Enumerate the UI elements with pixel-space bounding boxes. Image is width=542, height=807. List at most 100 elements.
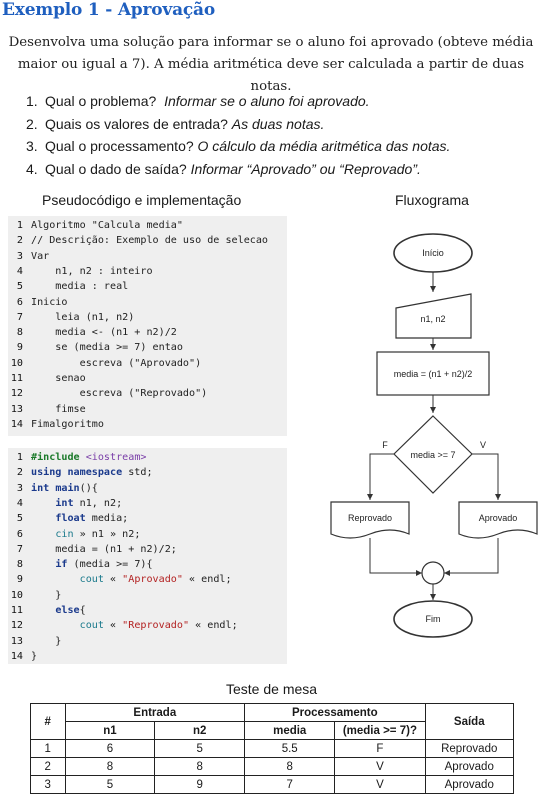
code-line: // Descrição: Exemplo de uso de selecao — [31, 235, 269, 247]
question-item: 2.Quais os valores de entrada? As duas n… — [26, 115, 325, 132]
col-num: # — [30, 703, 66, 740]
code-line: Algoritmo "Calcula media" — [31, 220, 183, 231]
code-line: cin » n1 » n2; — [55, 528, 141, 540]
page-title: Exemplo 1 - Aprovação — [2, 0, 215, 20]
start-label: Início — [422, 248, 444, 258]
table-cell: 7 — [244, 775, 336, 794]
input-label: n1, n2 — [420, 314, 445, 324]
line-number: 14 — [10, 650, 23, 662]
code-line: int main(){ — [31, 482, 98, 494]
line-number: 7 — [16, 543, 23, 555]
output-false-shape — [330, 501, 410, 539]
flowchart-heading: Fluxograma — [395, 192, 469, 208]
line-number: 10 — [10, 357, 23, 369]
code-line: int n1, n2; — [55, 497, 123, 509]
line-number: 13 — [10, 635, 23, 647]
process-label: media = (n1 + n2)/2 — [394, 369, 473, 379]
test-heading: Teste de mesa — [226, 681, 318, 697]
question-item: 4.Qual o dado de saída? Informar “Aprova… — [26, 160, 421, 177]
table-cell: 2 — [30, 757, 66, 776]
line-number: 3 — [16, 250, 23, 262]
sub-cond: (media >= 7)? — [334, 721, 426, 740]
line-number: 7 — [16, 311, 23, 323]
line-number: 13 — [10, 403, 23, 415]
code-line: } — [31, 589, 62, 601]
line-number: 5 — [16, 281, 23, 293]
table-cell: 5.5 — [244, 739, 336, 758]
code-line: se (media >= 7) entao — [31, 342, 183, 354]
true-branch-label: V — [480, 440, 486, 450]
end-terminator — [393, 600, 473, 638]
code-line: else{ — [55, 605, 86, 616]
line-number: 8 — [16, 327, 23, 339]
table-cell: V — [334, 757, 426, 776]
table-cell: Reprovado — [424, 739, 514, 758]
col-processamento: Processamento — [244, 703, 426, 722]
line-number: 4 — [16, 497, 23, 509]
line-number: 2 — [16, 467, 23, 479]
col-saida: Saída — [424, 703, 514, 740]
code-line: media = (n1 + n2)/2; — [31, 543, 177, 555]
output-true-label: Aprovado — [479, 513, 518, 523]
code-line: n1, n2 : inteiro — [31, 265, 153, 277]
table-cell: V — [334, 775, 426, 794]
connector-circle — [421, 561, 445, 585]
table-cell: 8 — [244, 757, 336, 776]
line-number: 5 — [16, 513, 23, 525]
sub-media: media — [244, 721, 336, 740]
decision-label: media >= 7 — [410, 450, 455, 460]
code-line: media : real — [31, 281, 129, 293]
code-line: fimse — [31, 403, 86, 415]
output-false-label: Reprovado — [348, 513, 392, 523]
start-terminator — [393, 233, 473, 273]
output-true-shape — [458, 501, 538, 539]
line-number: 11 — [10, 373, 23, 384]
line-number: 6 — [16, 528, 23, 540]
questions-list: 1.Qual o problema? Informar se o aluno f… — [26, 90, 450, 180]
code-line: cout « "Aprovado" « endl; — [79, 574, 232, 586]
line-number: 9 — [16, 574, 23, 586]
code-line: escreva ("Reprovado") — [31, 388, 208, 400]
code-line: if (media >= 7){ — [55, 559, 153, 571]
code-line: float media; — [55, 513, 129, 525]
table-cell: F — [334, 739, 426, 758]
code-line: Inicio — [31, 296, 68, 308]
line-number: 9 — [16, 342, 23, 354]
line-number: 6 — [16, 296, 23, 308]
line-number: 10 — [10, 589, 23, 601]
table-cell: 1 — [30, 739, 66, 758]
col-entrada: Entrada — [64, 703, 246, 722]
table-cell: 3 — [30, 775, 66, 794]
line-number: 3 — [16, 482, 23, 494]
table-cell: 9 — [154, 775, 246, 794]
end-label: Fim — [426, 614, 441, 624]
input-shape — [395, 293, 472, 339]
table-cell: 8 — [154, 757, 246, 776]
table-cell: 6 — [64, 739, 156, 758]
line-number: 8 — [16, 559, 23, 571]
question-item: 1.Qual o problema? Informar se o aluno f… — [26, 93, 370, 109]
line-number: 11 — [10, 605, 23, 616]
line-number: 12 — [10, 620, 23, 632]
code-line: Var — [31, 250, 50, 262]
code-line: leia (n1, n2) — [31, 311, 135, 323]
code-line: } — [31, 635, 62, 647]
table-cell: Aprovado — [424, 775, 514, 794]
code-line: senao — [31, 373, 86, 384]
line-number: 4 — [16, 265, 23, 277]
line-number: 1 — [16, 452, 23, 463]
sub-n1: n1 — [64, 721, 156, 740]
process-box — [376, 351, 490, 396]
pseudocode-heading: Pseudocódigo e implementação — [42, 192, 242, 208]
line-number: 14 — [10, 418, 23, 430]
question-item: 3.Qual o processamento? O cálculo da méd… — [26, 138, 451, 154]
table-cell: 8 — [64, 757, 156, 776]
code-line: using namespace std; — [31, 467, 153, 479]
false-branch-label: F — [382, 440, 388, 450]
